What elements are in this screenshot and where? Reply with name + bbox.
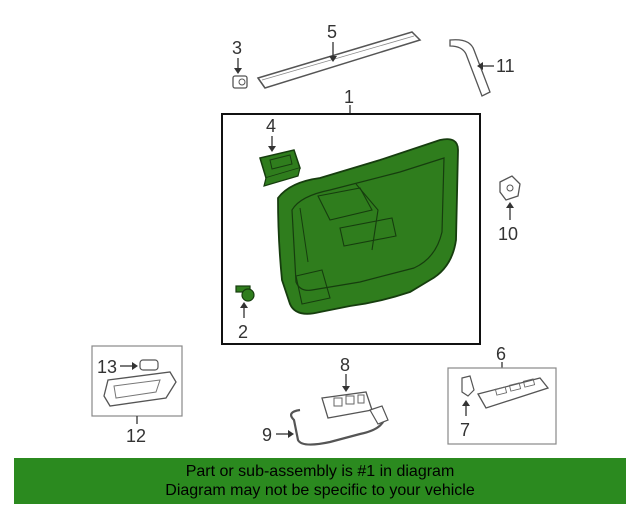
callout-6: 6 [496,344,506,364]
part-1-door-trim-panel[interactable] [277,138,459,315]
callout-13: 13 [97,357,117,377]
callout-12: 12 [126,426,146,446]
part-12-pull-handle[interactable] [103,371,177,407]
arrow-10 [506,202,514,208]
arrow-3 [234,68,242,74]
callout-3: 3 [232,38,242,58]
callout-2: 2 [238,322,248,342]
part-6-master-switch[interactable] [477,377,550,409]
arrow-9 [288,430,294,438]
callout-11: 11 [496,56,515,76]
part-8-window-switch[interactable] [321,391,373,419]
arrow-5 [329,56,337,62]
notice-line-1: Part or sub-assembly is #1 in diagram [185,463,455,480]
notice-banner: Part or sub-assembly is #1 in diagram Di… [14,458,626,504]
callout-7: 7 [460,420,470,440]
part-13-cover[interactable] [139,359,159,371]
part-10-retainer[interactable] [499,175,521,201]
callout-1: 1 [344,87,354,107]
callout-9: 9 [262,425,272,445]
arrow-2 [240,302,248,308]
part-3-clip[interactable] [232,75,248,89]
callout-8: 8 [340,355,350,375]
part-4-switch-bezel[interactable] [259,149,301,187]
arrow-7 [462,400,470,406]
part-11-weatherstrip[interactable] [449,39,491,97]
notice-line-2: Diagram may not be specific to your vehi… [165,482,475,499]
part-9-wire-harness[interactable] [290,405,389,446]
arrow-13 [132,362,138,370]
arrow-11 [477,62,483,70]
arrow-4 [268,146,276,152]
callout-5: 5 [327,22,337,42]
part-2-trim-clip[interactable] [235,285,255,302]
part-7-clip[interactable] [461,375,475,397]
callout-10: 10 [498,224,518,244]
part-5-belt-molding[interactable] [256,31,422,89]
arrow-8 [342,386,350,392]
callout-4: 4 [266,116,276,136]
assembly-1-frame [221,113,481,345]
